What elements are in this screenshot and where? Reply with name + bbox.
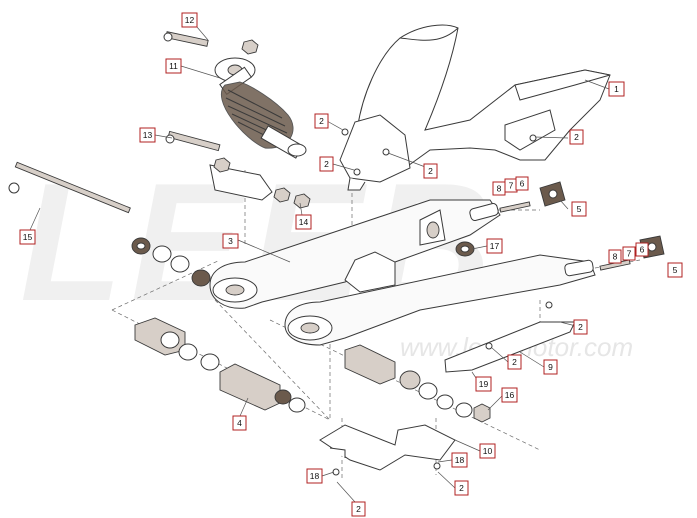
callout-2-label: 2	[459, 483, 464, 493]
callout-9: 9	[543, 359, 558, 375]
callout-14-label: 14	[299, 217, 309, 227]
callout-5: 5	[571, 201, 587, 217]
callout-6: 6	[635, 242, 649, 257]
chain-guard	[319, 424, 456, 476]
callout-2: 2	[351, 501, 366, 517]
leader-lines	[29, 26, 610, 503]
callout-18-label: 18	[455, 455, 465, 465]
callout-14: 14	[295, 214, 312, 230]
callout-9-label: 9	[548, 362, 553, 372]
callout-2: 2	[423, 163, 438, 179]
callout-2-label: 2	[574, 132, 579, 142]
shock-absorber	[209, 57, 307, 201]
callout-16: 16	[501, 387, 518, 403]
callout-8: 8	[492, 181, 506, 196]
callout-2: 2	[507, 354, 522, 370]
rear-fender	[339, 24, 611, 191]
callout-2-label: 2	[512, 357, 517, 367]
sleeve-4	[219, 363, 306, 413]
callout-8: 8	[608, 249, 622, 264]
callout-13-label: 13	[143, 130, 153, 140]
callout-15-label: 15	[23, 232, 33, 242]
callout-3-label: 3	[228, 236, 233, 246]
callout-2: 2	[573, 319, 588, 335]
callout-2-label: 2	[578, 322, 583, 332]
callout-17: 17	[486, 238, 503, 254]
callout-17-label: 17	[490, 241, 500, 251]
callout-6-label: 6	[520, 179, 525, 189]
callout-7-label: 7	[509, 181, 514, 191]
swing-arm	[209, 199, 596, 346]
callout-2: 2	[319, 156, 334, 172]
callout-2: 2	[454, 480, 469, 496]
callout-5-label: 5	[673, 265, 678, 275]
callout-15: 15	[19, 229, 36, 245]
shock-hardware	[163, 31, 311, 209]
callout-11: 11	[165, 58, 182, 74]
callout-7-label: 7	[627, 249, 632, 259]
callout-18: 18	[306, 468, 323, 484]
callout-1-label: 1	[614, 84, 619, 94]
callout-2: 2	[569, 129, 584, 145]
callout-1: 1	[608, 81, 625, 97]
callout-2-label: 2	[428, 166, 433, 176]
callout-8-label: 8	[497, 184, 502, 194]
callout-2-label: 2	[319, 116, 324, 126]
callout-2: 2	[314, 113, 329, 129]
callout-13: 13	[139, 127, 156, 143]
callout-10: 10	[479, 443, 496, 459]
callout-10-label: 10	[483, 446, 493, 456]
callout-11-label: 11	[169, 61, 178, 71]
callout-6-label: 6	[640, 245, 645, 255]
callout-18-label: 18	[310, 471, 320, 481]
callout-5: 5	[667, 262, 683, 278]
callout-19-label: 19	[479, 379, 489, 389]
callout-7: 7	[504, 178, 518, 193]
callout-7: 7	[622, 246, 636, 261]
callout-12-label: 12	[185, 15, 195, 25]
callout-19: 19	[475, 376, 492, 392]
chain-adjuster-right	[499, 181, 566, 213]
callout-18: 18	[451, 452, 468, 468]
callout-4-label: 4	[237, 418, 242, 428]
callout-2-label: 2	[324, 159, 329, 169]
axle	[8, 161, 131, 214]
bushing-17	[455, 241, 475, 257]
callout-6: 6	[515, 176, 529, 191]
pivot-bushings-right	[344, 344, 491, 423]
callout-2-label: 2	[356, 504, 361, 514]
chain-slider	[444, 301, 576, 373]
callout-5-label: 5	[577, 204, 582, 214]
callout-3: 3	[222, 233, 239, 249]
callout-8-label: 8	[613, 252, 618, 262]
callout-16-label: 16	[505, 390, 515, 400]
callout-12: 12	[181, 12, 198, 28]
callout-4: 4	[232, 415, 247, 431]
pivot-bushings-left	[131, 237, 220, 371]
fender-screws	[341, 128, 537, 350]
